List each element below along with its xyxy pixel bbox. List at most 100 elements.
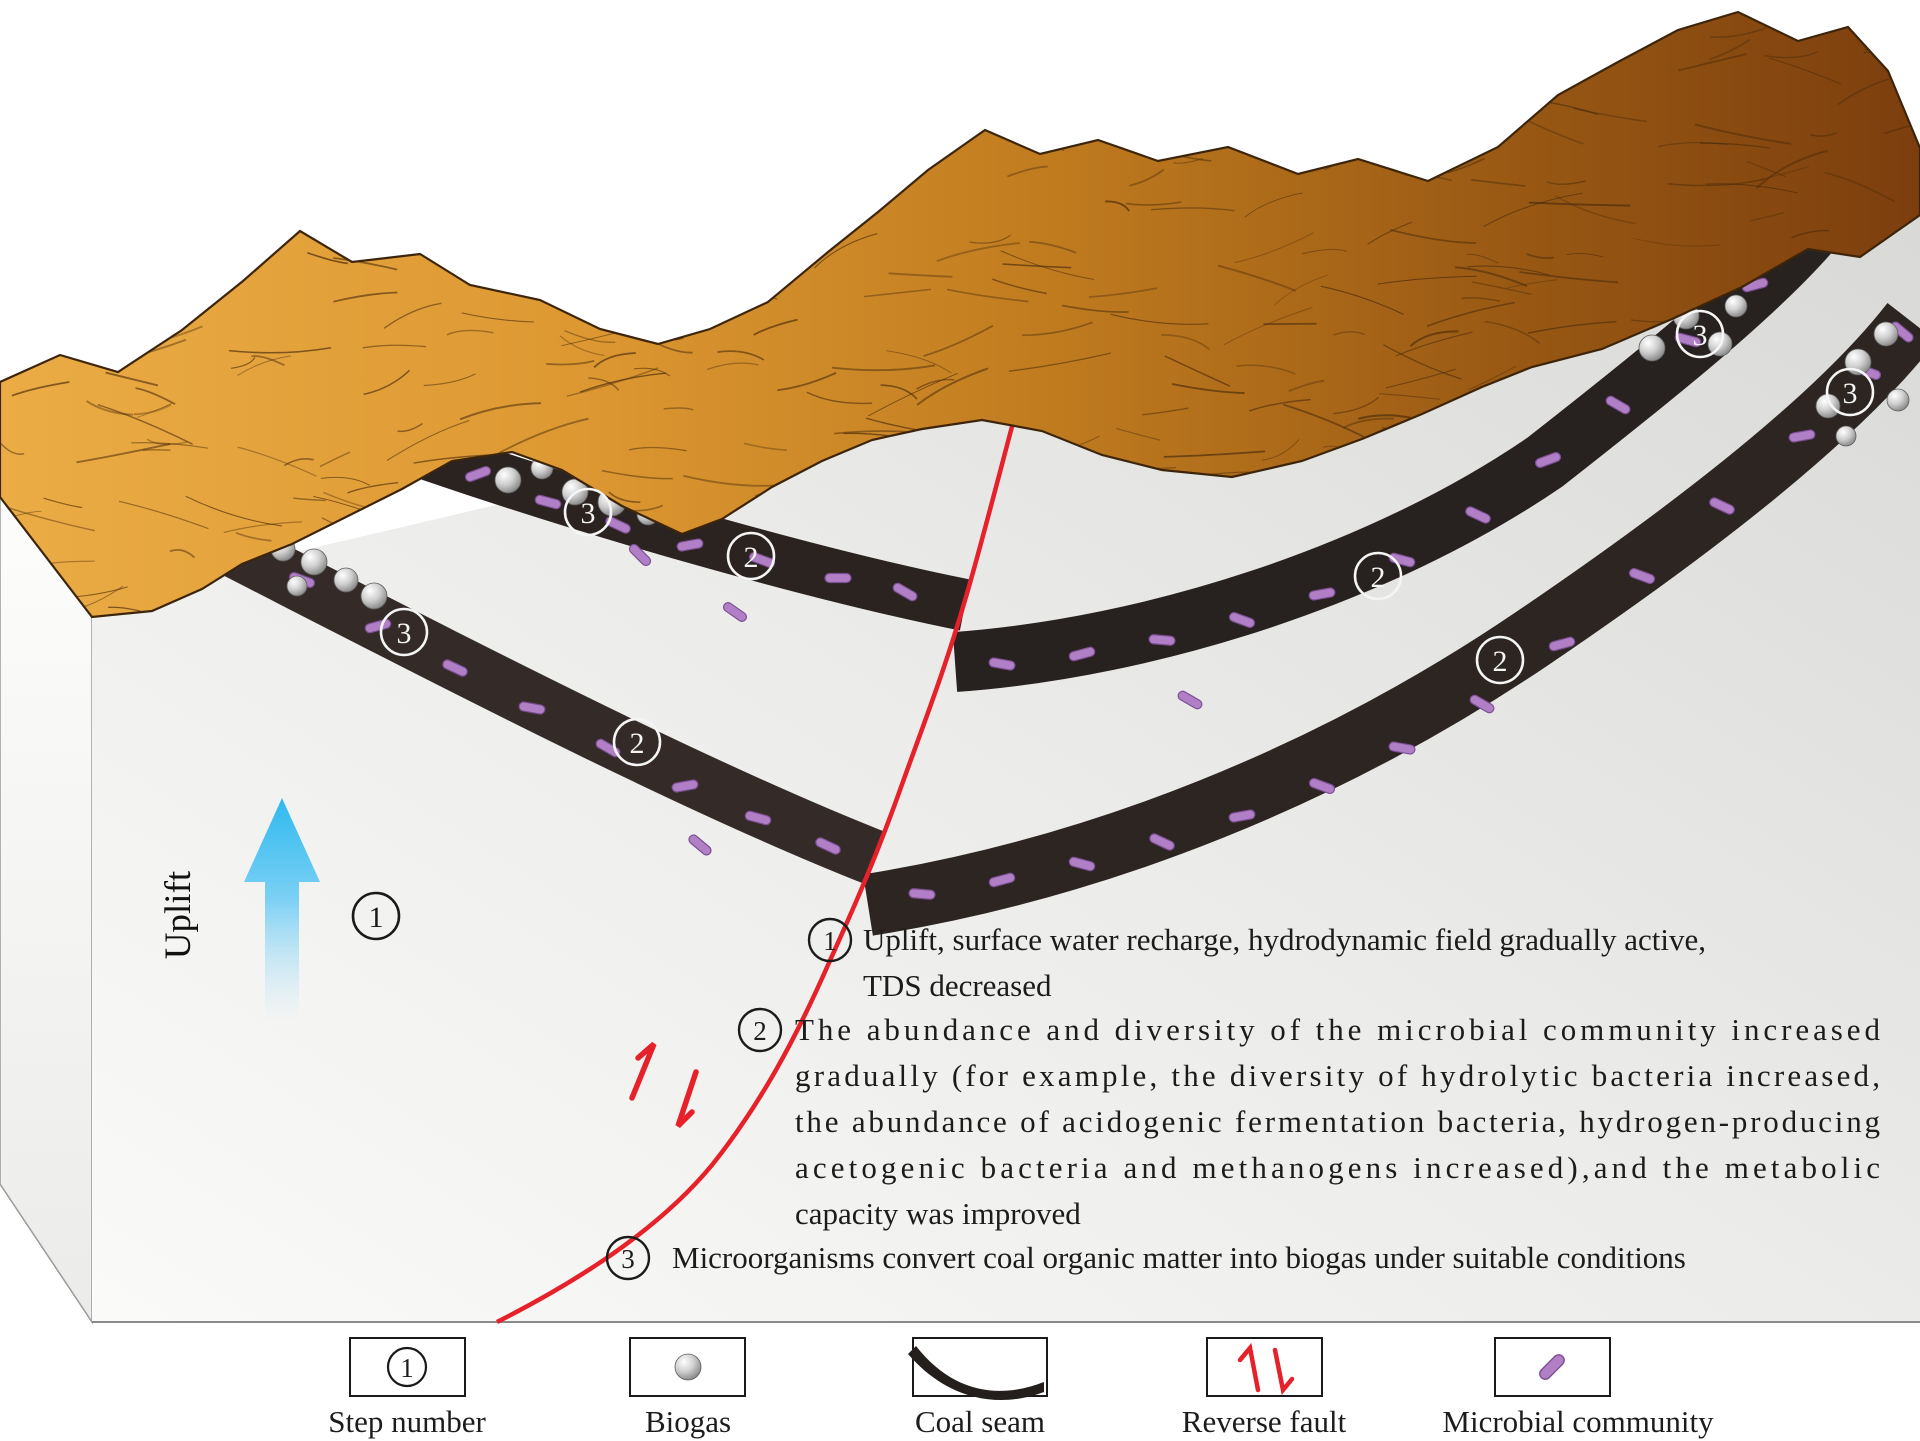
terrain-texture-stroke: [118, 500, 209, 530]
terrain-texture-stroke: [1764, 51, 1818, 59]
annotation-step1-line: TDS decreased: [863, 968, 1052, 1003]
step-marker: 2: [612, 717, 662, 767]
terrain-texture-stroke: [559, 335, 605, 357]
terrain-texture-stroke: [1204, 23, 1280, 31]
terrain-texture-stroke: [1759, 166, 1810, 181]
terrain-texture-stroke: [1747, 161, 1787, 178]
terrain-texture-stroke: [916, 378, 955, 390]
terrain-texture-stroke: [1275, 99, 1340, 126]
legend-label-reverse-fault: Reverse fault: [1182, 1404, 1347, 1439]
terrain-texture-stroke: [1, 214, 86, 221]
terrain-texture-stroke: [706, 362, 759, 371]
terrain-texture-stroke: [152, 165, 241, 192]
terrain-texture-stroke: [131, 442, 209, 449]
terrain-texture-stroke: [1415, 102, 1458, 118]
terrain-texture-stroke: [1471, 179, 1526, 187]
microbe-rod: [1177, 690, 1203, 710]
terrain-texture-stroke: [788, 38, 882, 70]
legend-label-biogas: Biogas: [645, 1404, 731, 1439]
block-face: [92, 170, 1920, 1322]
terrain-texture-stroke: [113, 201, 200, 209]
legend-item-reverse-fault: Reverse fault: [1182, 1337, 1347, 1439]
terrain-texture-stroke: [43, 497, 83, 509]
terrain-texture-stroke: [1151, 207, 1235, 212]
terrain-texture-stroke: [831, 364, 936, 372]
terrain-texture-stroke: [663, 407, 694, 411]
terrain-texture-stroke: [1, 505, 95, 532]
legend-item-step-number: 1 Step number: [328, 1337, 486, 1439]
annotation-step2-badge: [737, 1007, 783, 1053]
biogas-sphere: [1835, 425, 1857, 447]
terrain-texture-stroke: [863, 288, 932, 298]
terrain-texture-stroke: [1288, 379, 1325, 392]
terrain-texture-stroke: [1750, 212, 1784, 222]
microbe-rod: [688, 834, 712, 856]
terrain-texture-stroke: [683, 262, 778, 300]
annotation-step3-number: 3: [621, 1244, 635, 1274]
terrain-texture-stroke: [1426, 301, 1516, 327]
terrain-texture-stroke: [1456, 141, 1483, 146]
microbial-community-rods: [288, 277, 1914, 900]
terrain-texture-stroke: [782, 193, 887, 201]
annotation-step3: 3 Microorganisms convert coal organic ma…: [605, 1235, 1686, 1281]
terrain-texture-stroke: [85, 400, 134, 416]
terrain-texture-stroke: [1333, 331, 1366, 336]
terrain-texture-stroke: [684, 207, 720, 225]
terrain-texture-stroke: [1863, 44, 1920, 54]
terrain-texture-stroke: [1467, 265, 1551, 276]
biogas-sphere: [286, 575, 308, 597]
microbe-rod: [1149, 833, 1175, 851]
terrain-texture-stroke: [493, 277, 550, 285]
terrain-texture-stroke: [717, 55, 783, 63]
terrain-texture-stroke: [2, 328, 40, 337]
terrain-texture-stroke: [715, 175, 793, 203]
terrain-texture-stroke: [633, 300, 698, 309]
biogas-spheres: [270, 294, 1910, 610]
terrain-texture-stroke: [1483, 192, 1583, 228]
annotation-step1: 1 Uplift, surface water recharge, hydrod…: [807, 917, 1706, 1003]
terrain-texture-stroke: [521, 260, 602, 283]
annotation-step1-badge: [807, 917, 853, 963]
terrain-texture-stroke: [1677, 53, 1747, 72]
terrain-texture-stroke: [251, 355, 285, 367]
terrain-texture-stroke: [237, 446, 317, 477]
terrain-texture-stroke: [638, 333, 685, 341]
biogas-icon: [674, 1353, 702, 1381]
terrain-texture-stroke: [1668, 178, 1765, 187]
terrain-texture-stroke: [1164, 355, 1231, 387]
terrain-texture-stroke: [157, 186, 237, 234]
microbe-rod: [824, 572, 852, 584]
terrain-texture-stroke: [1810, 132, 1837, 137]
step-marker: 3: [379, 607, 429, 657]
terrain-texture-stroke: [320, 476, 370, 486]
microbe-rod: [1709, 497, 1735, 515]
terrain-texture-stroke: [1088, 287, 1158, 299]
terrain-texture-stroke: [498, 417, 589, 455]
microbe-rod: [1465, 506, 1491, 524]
microbe-rod: [605, 516, 631, 534]
terrain-texture-stroke: [1454, 266, 1528, 288]
terrain-texture-stroke: [1447, 157, 1486, 174]
annotation-step2-line: The abundance and diversity of the micro…: [795, 1012, 1881, 1047]
terrain-texture-stroke: [461, 312, 535, 323]
terrain-texture-stroke: [65, 80, 93, 89]
terrain-texture-stroke: [1709, 38, 1751, 61]
step-marker-number: 3: [581, 497, 596, 530]
terrain-texture-stroke: [888, 272, 953, 278]
terrain-texture-stroke: [1137, 12, 1216, 40]
terrain-texture-stroke: [788, 109, 878, 162]
reverse-fault-line: [495, 377, 1028, 1325]
terrain-texture-stroke: [68, 289, 101, 307]
terrain-texture-stroke: [603, 97, 669, 135]
terrain-texture-stroke: [633, 367, 671, 377]
microbe-rod: [988, 657, 1016, 671]
terrain-texture-stroke: [76, 442, 171, 464]
microbe-rod: [722, 602, 748, 622]
terrain-texture-stroke: [446, 329, 494, 336]
terrain-texture-stroke: [1116, 427, 1161, 441]
terrain-texture-stroke: [14, 28, 91, 31]
terrain-texture-stroke: [1008, 352, 1111, 372]
terrain-texture-stroke: [1110, 313, 1209, 325]
terrain-texture-stroke: [717, 350, 765, 361]
